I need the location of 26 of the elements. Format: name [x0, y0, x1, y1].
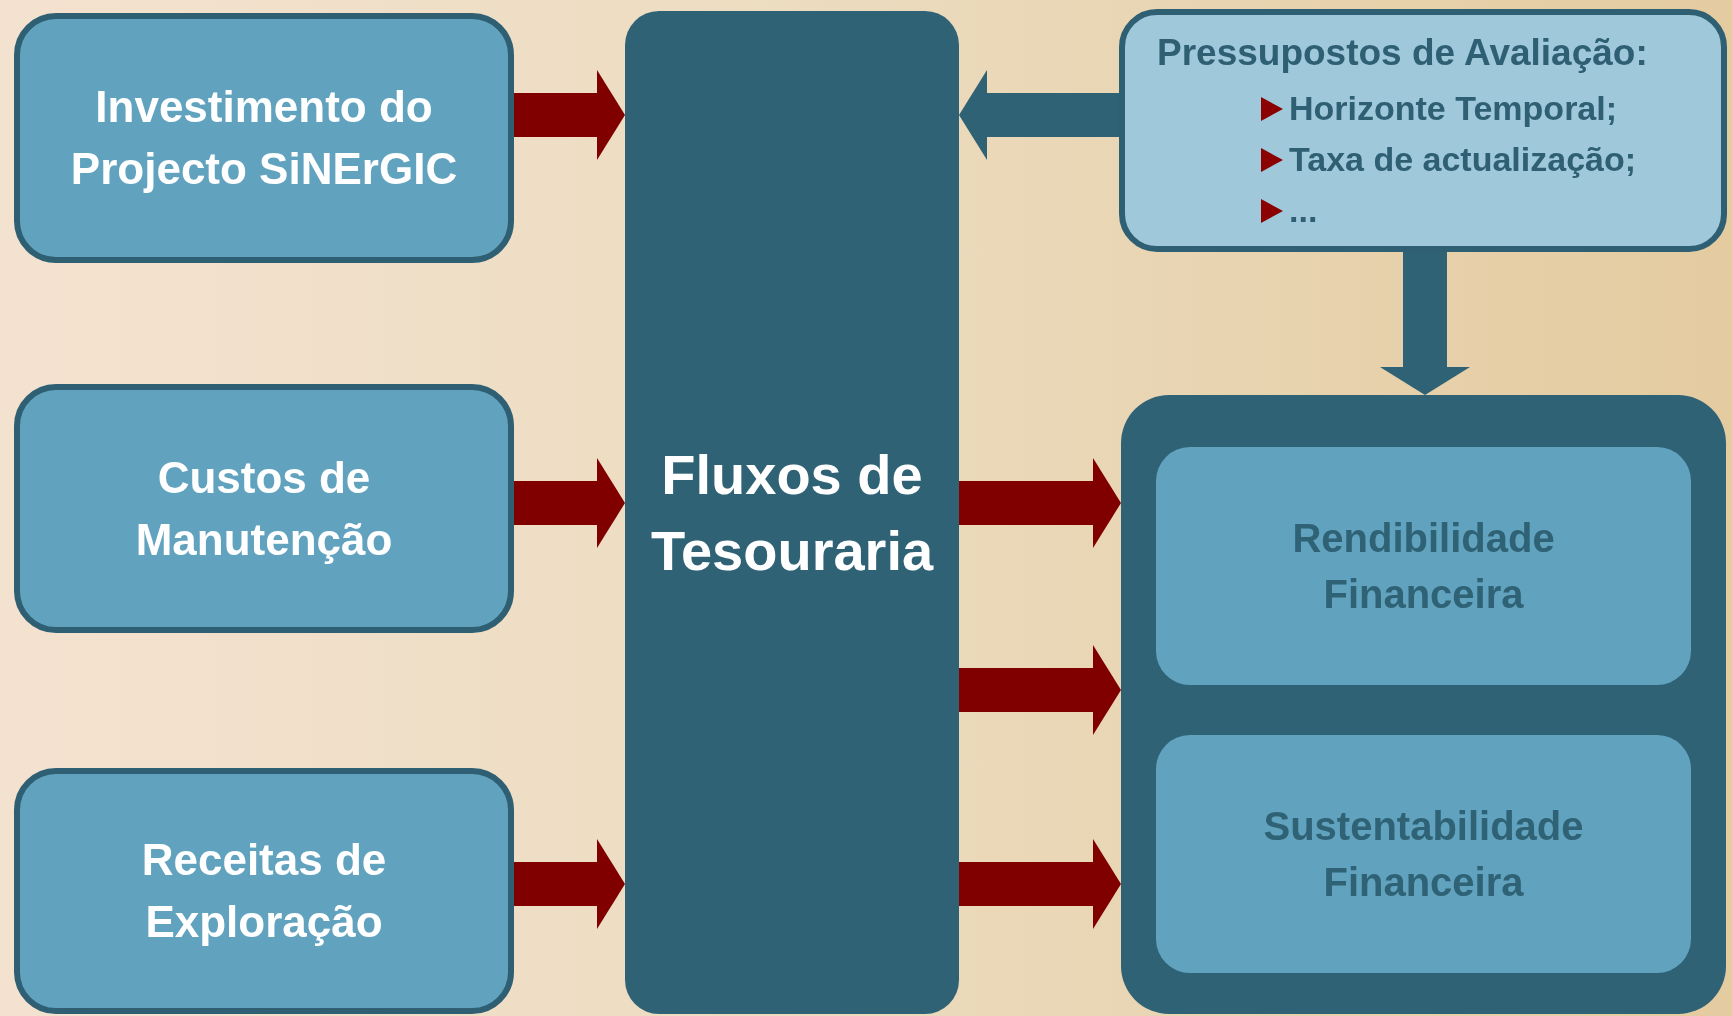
container-box — [1121, 395, 1726, 1014]
block-arrow — [959, 70, 1119, 160]
bullet-text: ... — [1289, 190, 1318, 232]
node-label: Fluxos de Tesouraria — [650, 441, 934, 584]
bullet-text: Horizonte Temporal; — [1289, 88, 1618, 130]
bullet-text: Taxa de actualização; — [1289, 139, 1637, 181]
node-label: Investimento do Projecto SiNErGIC — [69, 81, 459, 195]
block-arrow — [959, 458, 1121, 548]
process-box — [14, 768, 514, 1014]
process-box — [14, 384, 514, 633]
block-arrow — [514, 70, 625, 160]
process-box — [14, 13, 514, 263]
block-arrow — [959, 645, 1121, 735]
node-label: Custos de Manutenção — [134, 451, 394, 566]
assumptions-box — [1119, 9, 1727, 252]
node-label: Sustentabilidade Financeira — [1263, 803, 1584, 906]
node-label: Receitas de Exploração — [140, 834, 388, 948]
block-arrow — [959, 839, 1121, 929]
box-heading: Pressupostos de Avaliação: — [1157, 31, 1648, 75]
process-box — [625, 11, 959, 1014]
block-arrow — [514, 458, 625, 548]
result-box — [1156, 735, 1691, 973]
node-label: Rendibilidade Financeira — [1292, 515, 1555, 618]
result-box — [1156, 447, 1691, 685]
block-arrow — [514, 839, 625, 929]
block-arrow — [1380, 252, 1470, 395]
